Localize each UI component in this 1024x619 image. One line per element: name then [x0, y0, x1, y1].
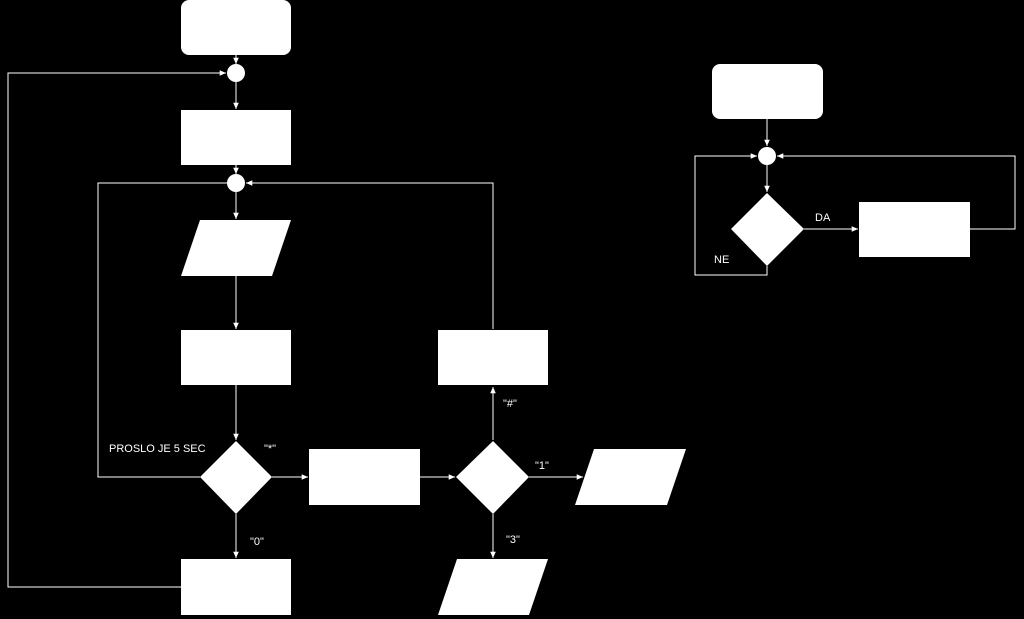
decision-diamond-2 — [456, 441, 529, 514]
right-decision-diamond — [731, 193, 804, 266]
left-flowchart-nodes — [181, 0, 686, 615]
decision-diamond-1 — [200, 441, 272, 514]
start-terminal — [181, 0, 291, 55]
process-box-bottom — [181, 559, 291, 615]
label-hash: "#" — [503, 398, 517, 410]
label-star: "*" — [264, 443, 276, 455]
process-box-1 — [181, 110, 291, 165]
process-box-4 — [438, 330, 548, 385]
edge-labels: PROSLO JE 5 SEC "*" "0" "#" "1" "3" DA N… — [109, 212, 831, 548]
process-box-2 — [181, 330, 291, 385]
right-junction — [758, 147, 776, 165]
label-da: DA — [815, 212, 831, 224]
label-timeout: PROSLO JE 5 SEC — [109, 443, 206, 455]
input-parallelogram — [181, 220, 291, 276]
right-process-box — [859, 202, 970, 257]
left-flowchart-edges — [7, 55, 583, 588]
edge-right-no-loop — [694, 153, 768, 276]
output-parallelogram-1 — [575, 449, 686, 505]
right-flowchart-nodes — [712, 64, 970, 266]
label-ne: NE — [714, 254, 729, 266]
label-one: "1" — [535, 460, 549, 472]
edge-process-4-loop — [246, 180, 494, 329]
edge-timeout-loop — [97, 180, 244, 478]
process-box-3 — [309, 449, 420, 505]
output-parallelogram-3 — [438, 559, 548, 615]
edge-right-process-loop — [777, 153, 1016, 230]
right-flowchart-edges — [694, 119, 1016, 276]
junction-2 — [227, 174, 245, 192]
right-start-terminal — [712, 64, 823, 119]
edge-outer-loop — [7, 70, 226, 588]
junction-1 — [227, 64, 245, 82]
label-three: "3" — [506, 534, 520, 546]
label-zero: "0" — [250, 536, 264, 548]
